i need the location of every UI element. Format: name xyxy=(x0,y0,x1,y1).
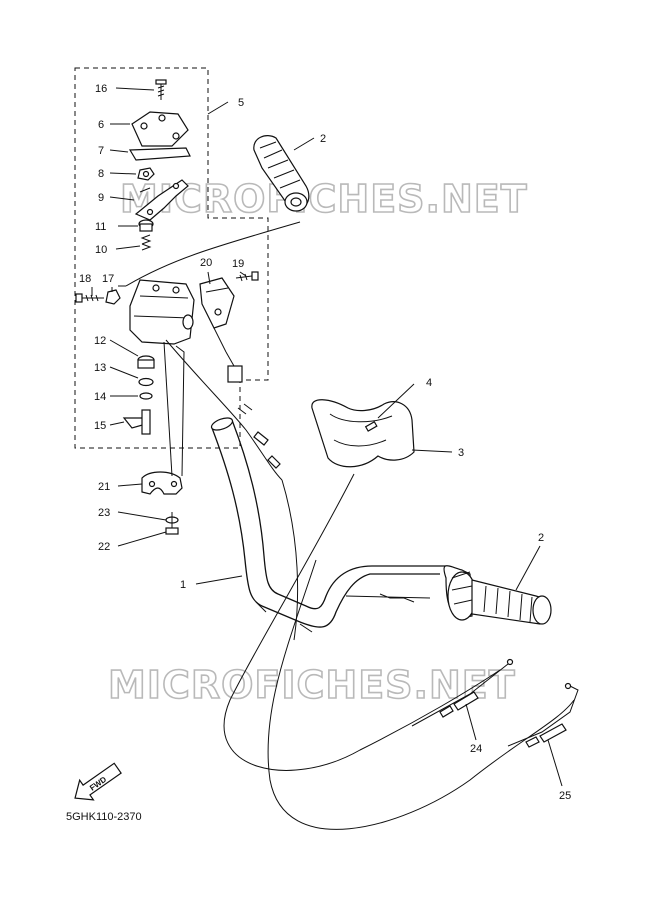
callout-25: 25 xyxy=(559,790,571,802)
callout-5: 5 xyxy=(238,97,244,109)
callout-16: 16 xyxy=(95,83,107,95)
callout-9: 9 xyxy=(98,192,104,204)
callout-2-lower: 2 xyxy=(538,532,544,544)
nut-17 xyxy=(105,289,121,305)
callout-labels: 16 6 7 8 9 11 10 18 17 20 19 12 13 14 15… xyxy=(79,83,571,802)
collar-12 xyxy=(137,355,155,369)
nut-8 xyxy=(137,167,155,181)
washer-14 xyxy=(139,392,153,400)
callout-22: 22 xyxy=(98,541,110,553)
throttle-housing xyxy=(443,565,477,621)
collar-11 xyxy=(138,219,154,232)
screw-16 xyxy=(155,79,167,100)
callout-12: 12 xyxy=(94,335,106,347)
callout-21: 21 xyxy=(98,481,110,493)
handlebar-cover xyxy=(311,399,415,468)
connector xyxy=(227,365,243,383)
cable-loops xyxy=(223,473,575,830)
right-grip xyxy=(471,579,552,625)
label-sticker xyxy=(364,420,378,432)
callout-23: 23 xyxy=(98,507,110,519)
callout-3: 3 xyxy=(458,447,464,459)
screw-22 xyxy=(165,512,179,535)
diagram-code: 5GHK110-2370 xyxy=(66,811,142,823)
callout-24: 24 xyxy=(470,743,482,755)
watermark-bottom: MICROFICHES.NET xyxy=(108,663,516,707)
forward-arrow-icon: FWD xyxy=(74,762,122,801)
callout-2-upper: 2 xyxy=(320,133,326,145)
callout-1: 1 xyxy=(180,579,186,591)
callout-18: 18 xyxy=(79,273,91,285)
handlebar-left-end xyxy=(210,417,234,431)
callout-13: 13 xyxy=(94,362,106,374)
callout-11: 11 xyxy=(95,221,106,233)
left-grip xyxy=(253,135,310,212)
callout-17: 17 xyxy=(102,273,114,285)
switch-cover xyxy=(131,111,189,147)
callout-6: 6 xyxy=(98,119,104,131)
callout-15: 15 xyxy=(94,420,106,432)
callout-10: 10 xyxy=(95,244,107,256)
gasket xyxy=(128,147,191,161)
callout-7: 7 xyxy=(98,145,104,157)
callout-20: 20 xyxy=(200,257,212,269)
leader-lines xyxy=(91,87,563,787)
watermark-top: MICROFICHES.NET xyxy=(120,177,528,221)
switch-assembly-dashed-box xyxy=(74,67,269,449)
screw-19 xyxy=(235,271,259,282)
callout-8: 8 xyxy=(98,168,104,180)
cable-25 xyxy=(507,682,579,748)
switch-20 xyxy=(199,277,243,383)
throttle-cable-routing xyxy=(165,339,431,641)
lever-9 xyxy=(134,179,189,221)
callout-19: 19 xyxy=(232,258,244,270)
pin-15 xyxy=(122,409,151,435)
callout-14: 14 xyxy=(94,391,106,403)
callout-4: 4 xyxy=(426,377,432,389)
spring-10 xyxy=(140,234,152,251)
bolt-18 xyxy=(75,293,104,303)
washer-13 xyxy=(138,377,154,387)
clamp-21 xyxy=(141,471,183,495)
handlebar xyxy=(210,417,446,633)
cable-24 xyxy=(411,658,514,727)
switch-housing xyxy=(129,279,195,345)
